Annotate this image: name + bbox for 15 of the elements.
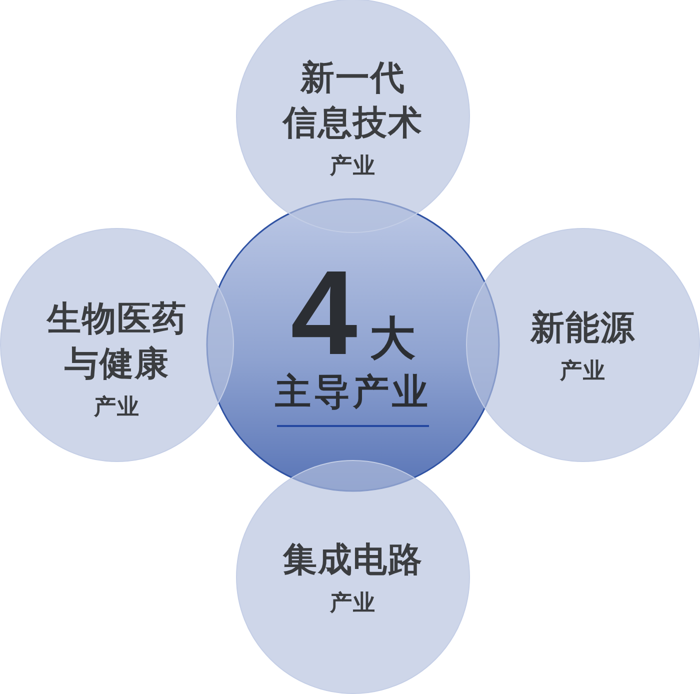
industry-name: 生物医药与健康 xyxy=(47,299,187,385)
industry-circle xyxy=(0,228,234,462)
number-suffix: 大 xyxy=(369,313,416,363)
industry-suffix: 产业 xyxy=(94,393,140,421)
industry-suffix: 产业 xyxy=(560,356,606,384)
industry-suffix: 产业 xyxy=(330,588,376,616)
industry-circle xyxy=(466,228,700,462)
industry-suffix: 产业 xyxy=(330,152,376,180)
industry-name: 集成电路 xyxy=(283,540,423,580)
center-title: 主导产业 xyxy=(275,371,431,413)
industry-circle xyxy=(236,460,470,694)
industry-name: 新能源 xyxy=(530,308,636,348)
big-number: 4 xyxy=(290,263,358,363)
industry-name: 新一代信息技术 xyxy=(283,58,423,144)
center-circle xyxy=(206,198,500,492)
